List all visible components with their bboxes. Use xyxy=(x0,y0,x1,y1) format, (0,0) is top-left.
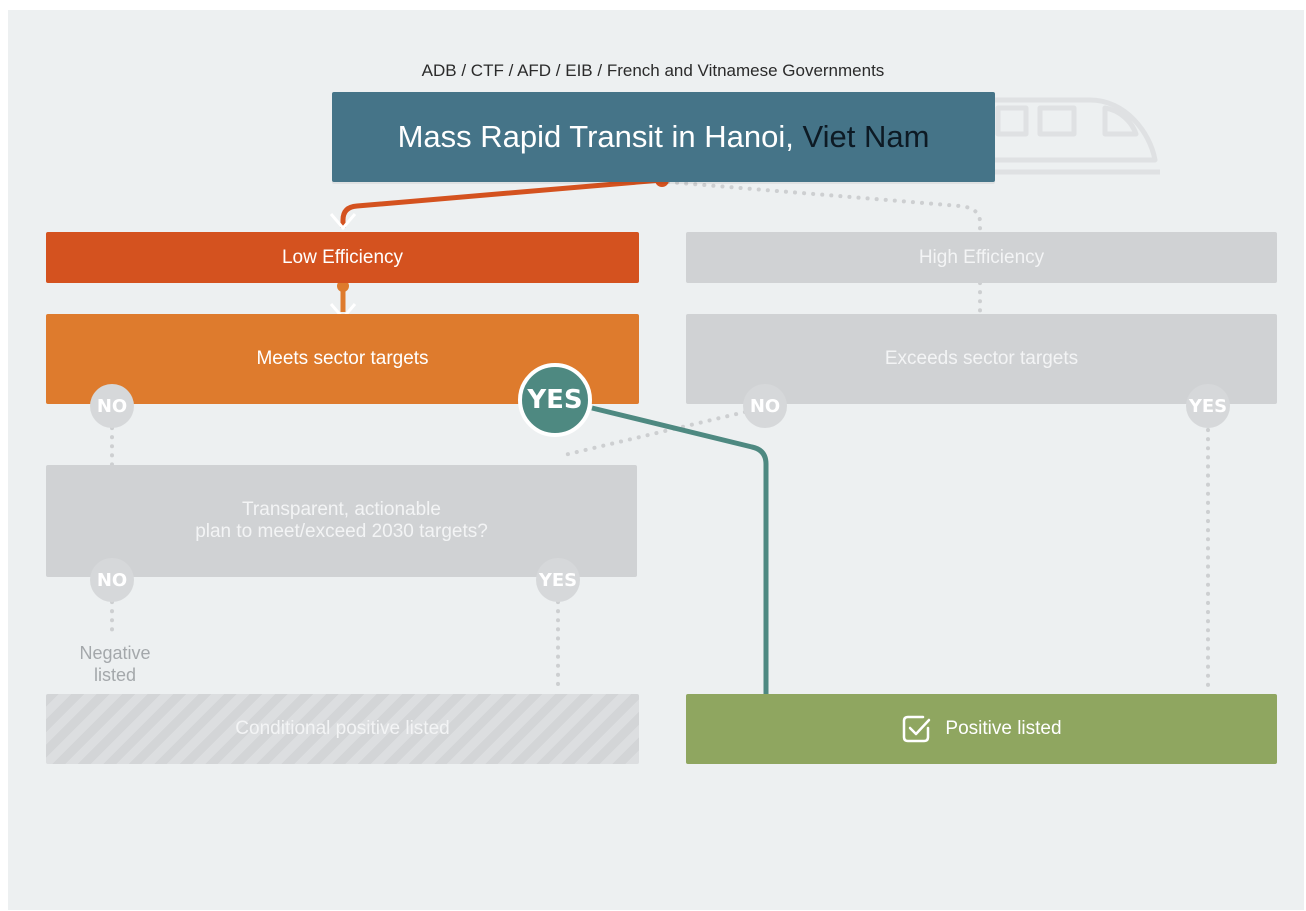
low-efficiency-box: Low Efficiency xyxy=(46,232,639,283)
project-title-main: Mass Rapid Transit in Hanoi, xyxy=(397,119,794,154)
project-title: Mass Rapid Transit in Hanoi, Viet Nam xyxy=(332,92,995,182)
plan-question-line1: Transparent, actionable xyxy=(242,499,441,520)
meets-no-badge: NO xyxy=(90,384,134,428)
checkbox-check-icon xyxy=(903,715,931,743)
plan-question-box: Transparent, actionable plan to meet/exc… xyxy=(46,465,637,577)
positive-listed-label: Positive listed xyxy=(945,718,1062,739)
project-title-country: Viet Nam xyxy=(802,119,930,154)
conditional-positive-box: Conditional positive listed xyxy=(46,694,639,764)
connector-to-high-efficiency xyxy=(666,180,982,234)
connector-exceeds-no-to-plan xyxy=(558,410,747,458)
positive-listed-box: Positive listed xyxy=(686,694,1277,764)
arrowhead-low xyxy=(329,213,357,231)
connector-title-to-low xyxy=(340,177,663,228)
negative-listed-line2: listed xyxy=(93,665,137,685)
negative-listed-line1: Negative xyxy=(79,643,151,663)
meets-yes-badge: YES xyxy=(518,363,592,437)
exceeds-no-badge: NO xyxy=(743,384,787,428)
exceeds-yes-badge: YES xyxy=(1186,384,1230,428)
plan-yes-badge: YES xyxy=(536,558,580,602)
connector-yes-to-positive xyxy=(591,405,769,696)
funders-label: ADB / CTF / AFD / EIB / French and Vitna… xyxy=(421,61,885,80)
plan-question-line2: plan to meet/exceed 2030 targets? xyxy=(195,521,488,542)
negative-listed-label: Negative listed xyxy=(60,642,170,686)
high-efficiency-box: High Efficiency xyxy=(686,232,1277,283)
exceeds-targets-box: Exceeds sector targets xyxy=(686,314,1277,404)
plan-no-badge: NO xyxy=(90,558,134,602)
connector-dot-low xyxy=(337,280,349,292)
